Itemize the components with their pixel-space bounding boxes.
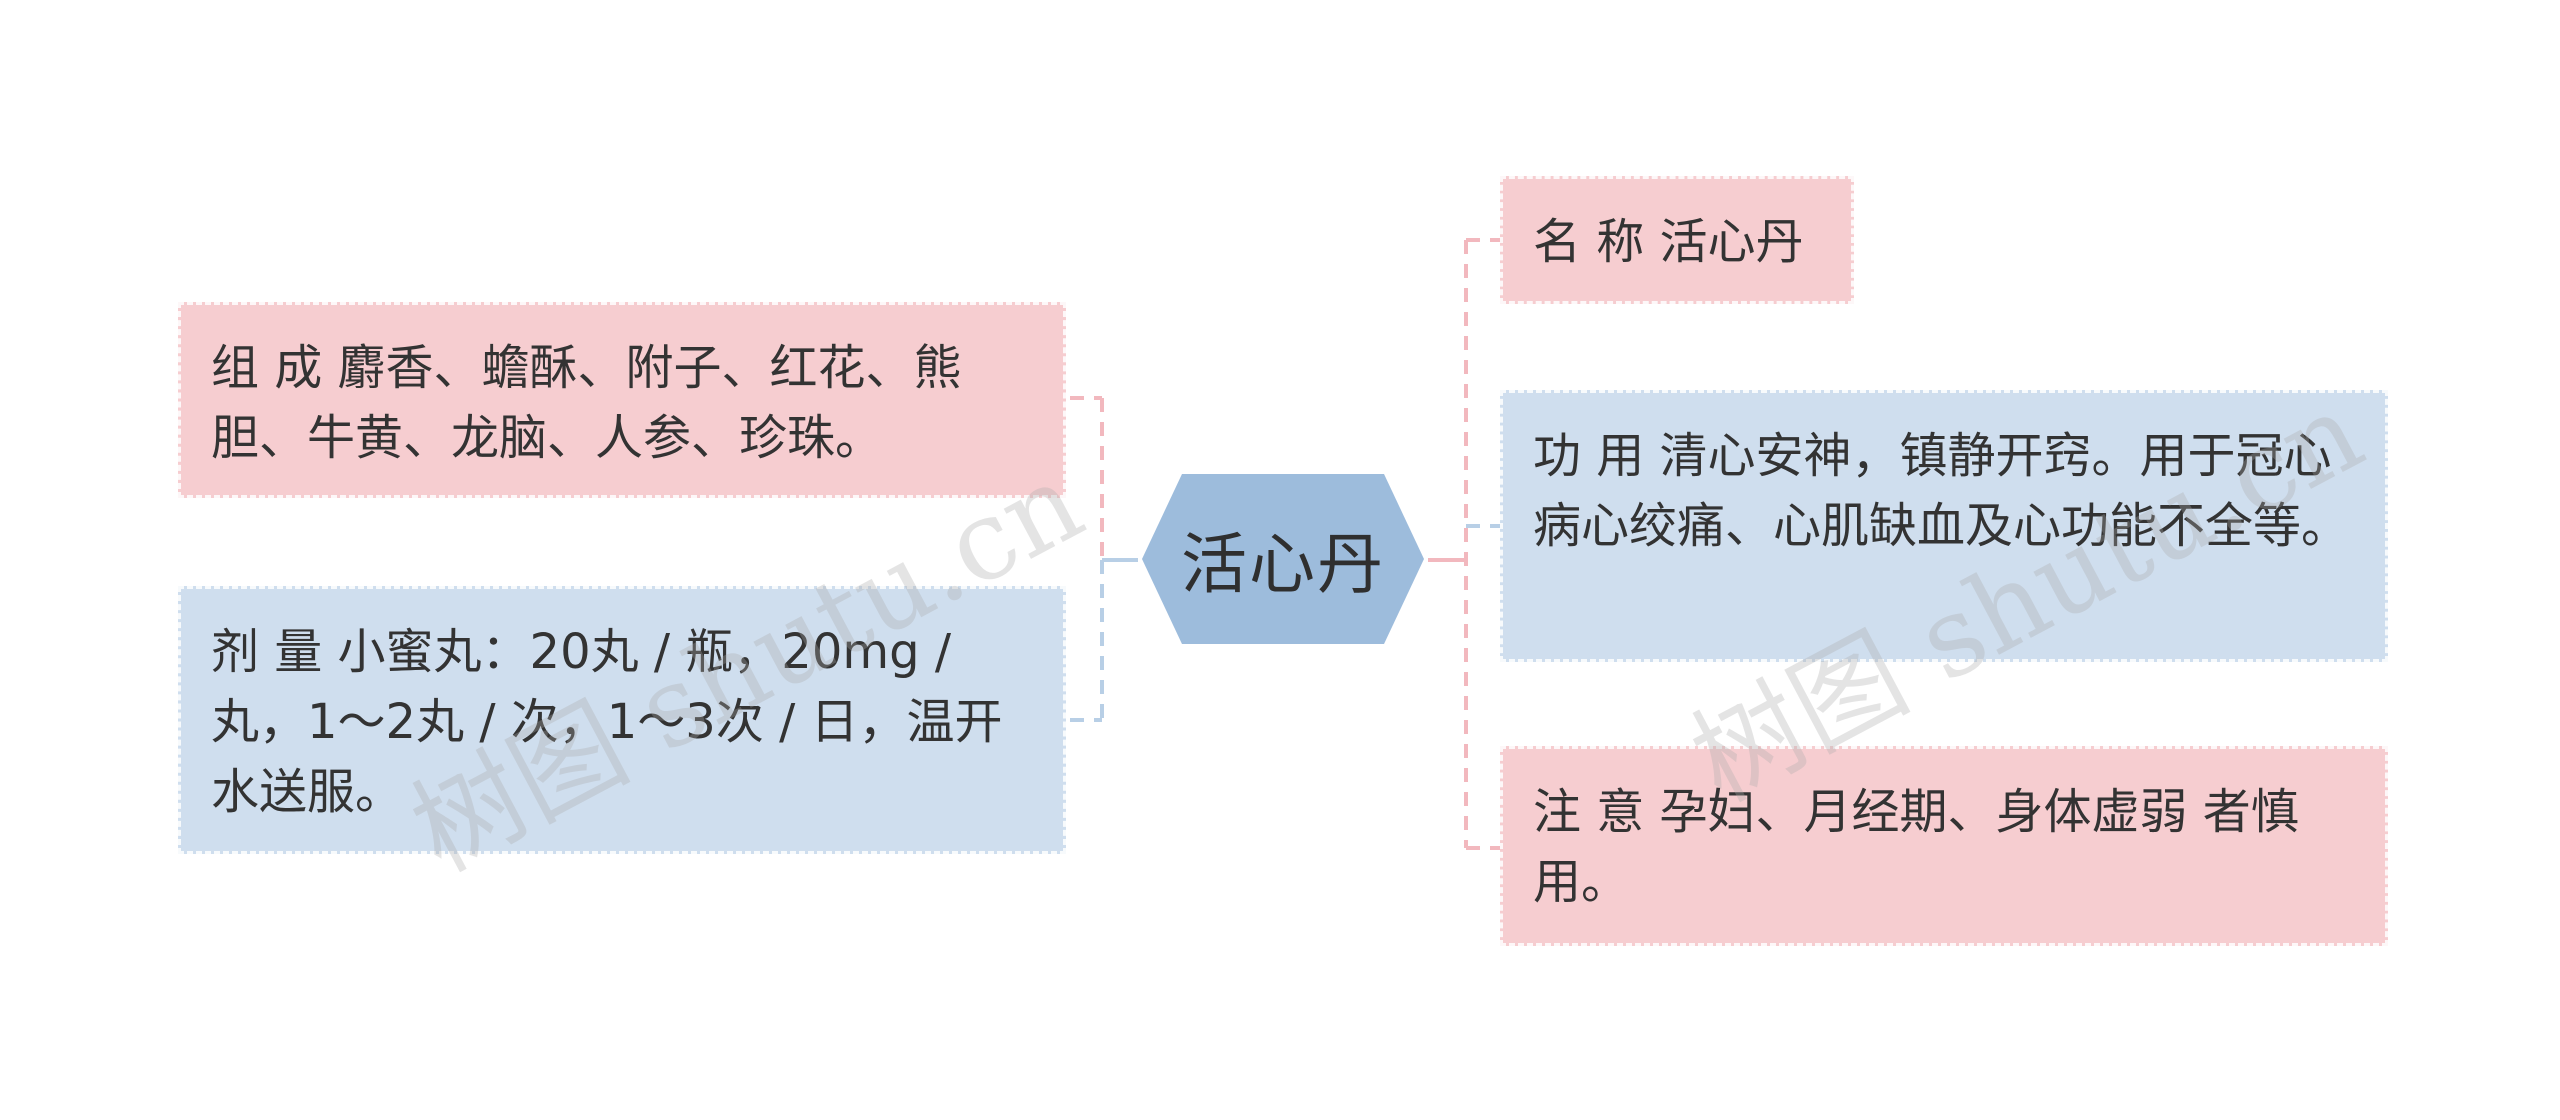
node-composition[interactable]: 组 成 麝香、蟾酥、附子、红花、熊胆、牛黄、龙脑、人参、珍珠。 <box>178 302 1066 498</box>
node-function[interactable]: 功 用 清心安神，镇静开窍。用于冠心病心绞痛、心肌缺血及心功能不全等。 <box>1500 390 2388 662</box>
central-topic-hexagon <box>1142 474 1424 644</box>
central-topic[interactable]: 活心丹 <box>1138 470 1428 648</box>
node-caution[interactable]: 注 意 孕妇、月经期、身体虚弱 者慎用。 <box>1500 746 2388 946</box>
node-dosage-text: 小蜜丸：20丸 / 瓶，20mg / 丸，1～2丸 / 次，1～3次 / 日，温… <box>211 624 1003 820</box>
node-caution-label: 注 意 <box>1533 784 1660 840</box>
node-composition-label: 组 成 <box>211 340 338 396</box>
node-function-label: 功 用 <box>1533 428 1660 484</box>
node-function-text: 清心安神，镇静开窍。用于冠心病心绞痛、心肌缺血及心功能不全等。 <box>1533 428 2350 554</box>
node-caution-text: 孕妇、月经期、身体虚弱 者慎用。 <box>1533 784 2299 910</box>
central-topic-title: 活心丹 <box>1181 526 1385 603</box>
node-dosage[interactable]: 剂 量 小蜜丸：20丸 / 瓶，20mg / 丸，1～2丸 / 次，1～3次 /… <box>178 586 1066 854</box>
node-name[interactable]: 名 称 活心丹 <box>1500 176 1854 304</box>
node-composition-text: 麝香、蟾酥、附子、红花、熊胆、牛黄、龙脑、人参、珍珠。 <box>211 340 962 466</box>
node-dosage-label: 剂 量 <box>211 624 338 680</box>
node-name-label: 名 称 <box>1533 214 1660 270</box>
node-name-text: 活心丹 <box>1659 214 1804 270</box>
